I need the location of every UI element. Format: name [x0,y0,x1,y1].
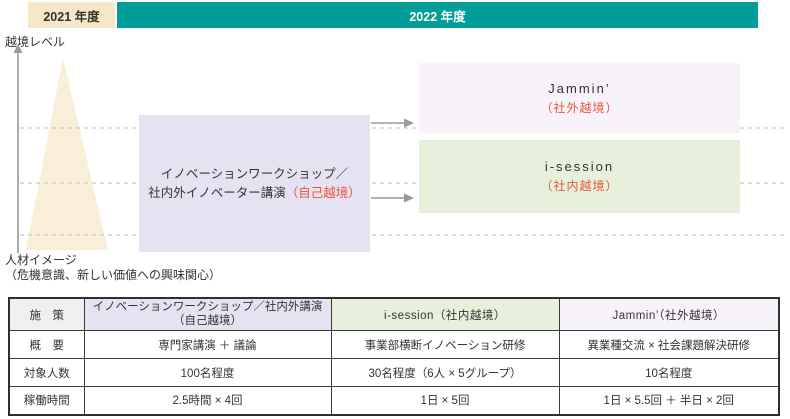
header-cell-isession: i-session（社内越境） [330,297,560,331]
x-axis-label-line1: 人材イメージ [5,253,77,267]
hours-jammin-cell: 1日 × 5.5回 ＋ 半日 × 2回 [558,386,780,415]
isession-program-box: i-session （社内越境） [419,140,740,213]
connector-arrow-to-jammin-icon [371,118,414,128]
table-row-hours: 稼働時間 2.5時間 × 4回 1日 × 5回 1日 × 5.5回 ＋ 半日 ×… [8,386,780,415]
header-cell-jammin: Jammin’（社外越境） [558,297,780,331]
y-axis-label: 越境レベル [5,35,66,49]
workshop-program-name: 社内外イノベーター講演 [148,185,286,200]
timeline-2022-label: 2022 年度 [409,9,466,24]
x-axis-label: 人材イメージ （危機意識、新しい価値への興味関心） [5,253,221,283]
workshop-program-title-line2: 社内外イノベーター講演（自己越境） [148,184,361,203]
row-label-participants: 対象人数 [8,358,85,387]
isession-program-tag: （社内越境） [540,179,619,193]
workshop-program-box: イノベーションワークショップ／ 社内外イノベーター講演（自己越境） [139,115,370,252]
hours-isession-cell: 1日 × 5回 [330,386,560,415]
workshop-program-title-line1: イノベーションワークショップ／ [160,166,349,181]
jammin-program-title: Jammin’ [548,80,611,96]
header-cell-workshop-line1: イノベーションワークショップ／社内外講演 [92,301,323,313]
row-label-overview: 概 要 [8,330,85,359]
jammin-program-box: Jammin’ （社外越境） [419,63,740,133]
program-spec-table: 施 策 イノベーションワークショップ／社内外講演 （自己越境） i-sessio… [8,297,780,416]
table-row-participants: 対象人数 100名程度 30名程度（6人 × 5グループ） 10名程度 [8,358,780,387]
x-axis-label-line2: （危機意識、新しい価値への興味関心） [5,268,222,282]
participants-isession-cell: 30名程度（6人 × 5グループ） [330,358,560,387]
hours-workshop-cell: 2.5時間 × 4回 [83,386,332,415]
timeline-2022-bar: 2022 年度 [117,2,758,28]
timeline-2021-label: 2021 年度 [43,9,100,24]
overview-jammin-cell: 異業種交流 × 社会課題解決研修 [558,330,780,359]
header-cell-workshop: イノベーションワークショップ／社内外講演 （自己越境） [83,297,332,331]
talent-pyramid-shape [26,58,108,250]
row-label-hours: 稼働時間 [8,386,85,415]
overview-workshop-cell: 専門家講演 ＋ 議論 [83,330,332,359]
header-cell-workshop-line2: （自己越境） [173,314,242,327]
isession-program-title: i-session [544,159,615,174]
timeline-2021-badge: 2021 年度 [28,2,115,28]
table-row-overview: 概 要 専門家講演 ＋ 議論 事業部横断イノベーション研修 異業種交流 × 社会… [8,330,780,359]
table-header-row: 施 策 イノベーションワークショップ／社内外講演 （自己越境） i-sessio… [8,297,780,331]
participants-jammin-cell: 10名程度 [558,358,780,387]
y-axis-arrow-icon [13,44,23,253]
overview-isession-cell: 事業部横断イノベーション研修 [330,330,560,359]
jammin-program-tag: （社外越境） [540,100,619,115]
connector-arrow-to-isession-icon [371,193,414,203]
header-cell-measure: 施 策 [8,297,85,331]
participants-workshop-cell: 100名程度 [83,358,332,387]
workshop-program-tag: （自己越境） [285,185,361,200]
